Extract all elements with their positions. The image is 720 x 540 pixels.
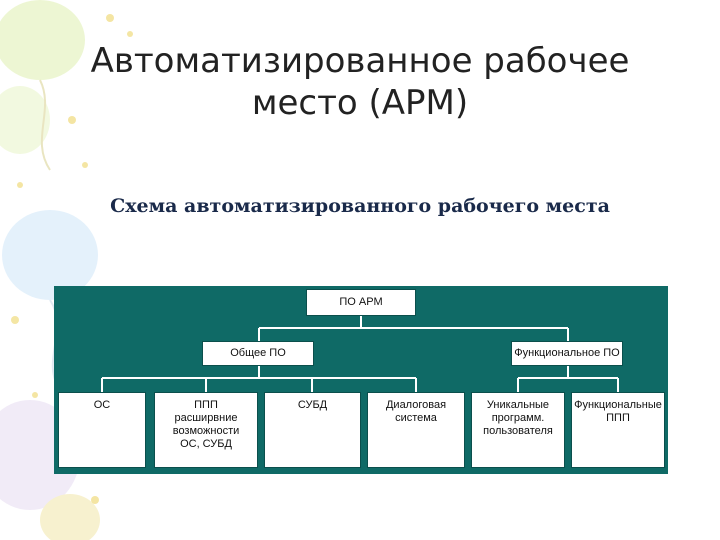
balloon-shape — [0, 86, 50, 154]
arm-structure-diagram: ПО АРМ Общее ПО Функциональное ПО ОС ППП… — [54, 286, 668, 474]
node-dialog-system: Диалоговая система — [367, 392, 465, 468]
sparkle-dot — [68, 116, 76, 124]
sparkle-dot — [127, 31, 133, 37]
diagram-caption: Схема автоматизированного рабочего места — [110, 195, 610, 217]
slide-title: Автоматизированное рабочее место (АРМ) — [40, 40, 680, 124]
connector-lines — [101, 316, 619, 392]
node-unique-user-programs: Уникальные программ. пользователя — [471, 392, 565, 468]
slide-title-line-1: Автоматизированное рабочее — [90, 41, 630, 81]
node-ppp-extensions: ППП расширвние возможности ОС, СУБД — [154, 392, 258, 468]
balloon-string — [39, 79, 51, 171]
node-po-arm: ПО АРМ — [306, 289, 416, 316]
sparkle-dot — [11, 316, 19, 324]
sparkle-dot — [82, 162, 88, 168]
sparkle-dot — [17, 182, 23, 188]
node-functional-software: Функциональное ПО — [511, 341, 623, 366]
node-general-software: Общее ПО — [202, 341, 314, 366]
node-os: ОС — [58, 392, 146, 468]
sparkle-dot — [91, 496, 99, 504]
balloon-shape — [2, 210, 98, 300]
sparkle-dot — [32, 392, 38, 398]
node-functional-ppp: Функциональные ППП — [571, 392, 665, 468]
sparkle-dot — [106, 14, 114, 22]
balloon-shape — [40, 494, 100, 540]
slide-title-line-2: место (АРМ) — [251, 83, 469, 123]
node-dbms: СУБД — [264, 392, 361, 468]
balloon-shape — [0, 0, 85, 80]
